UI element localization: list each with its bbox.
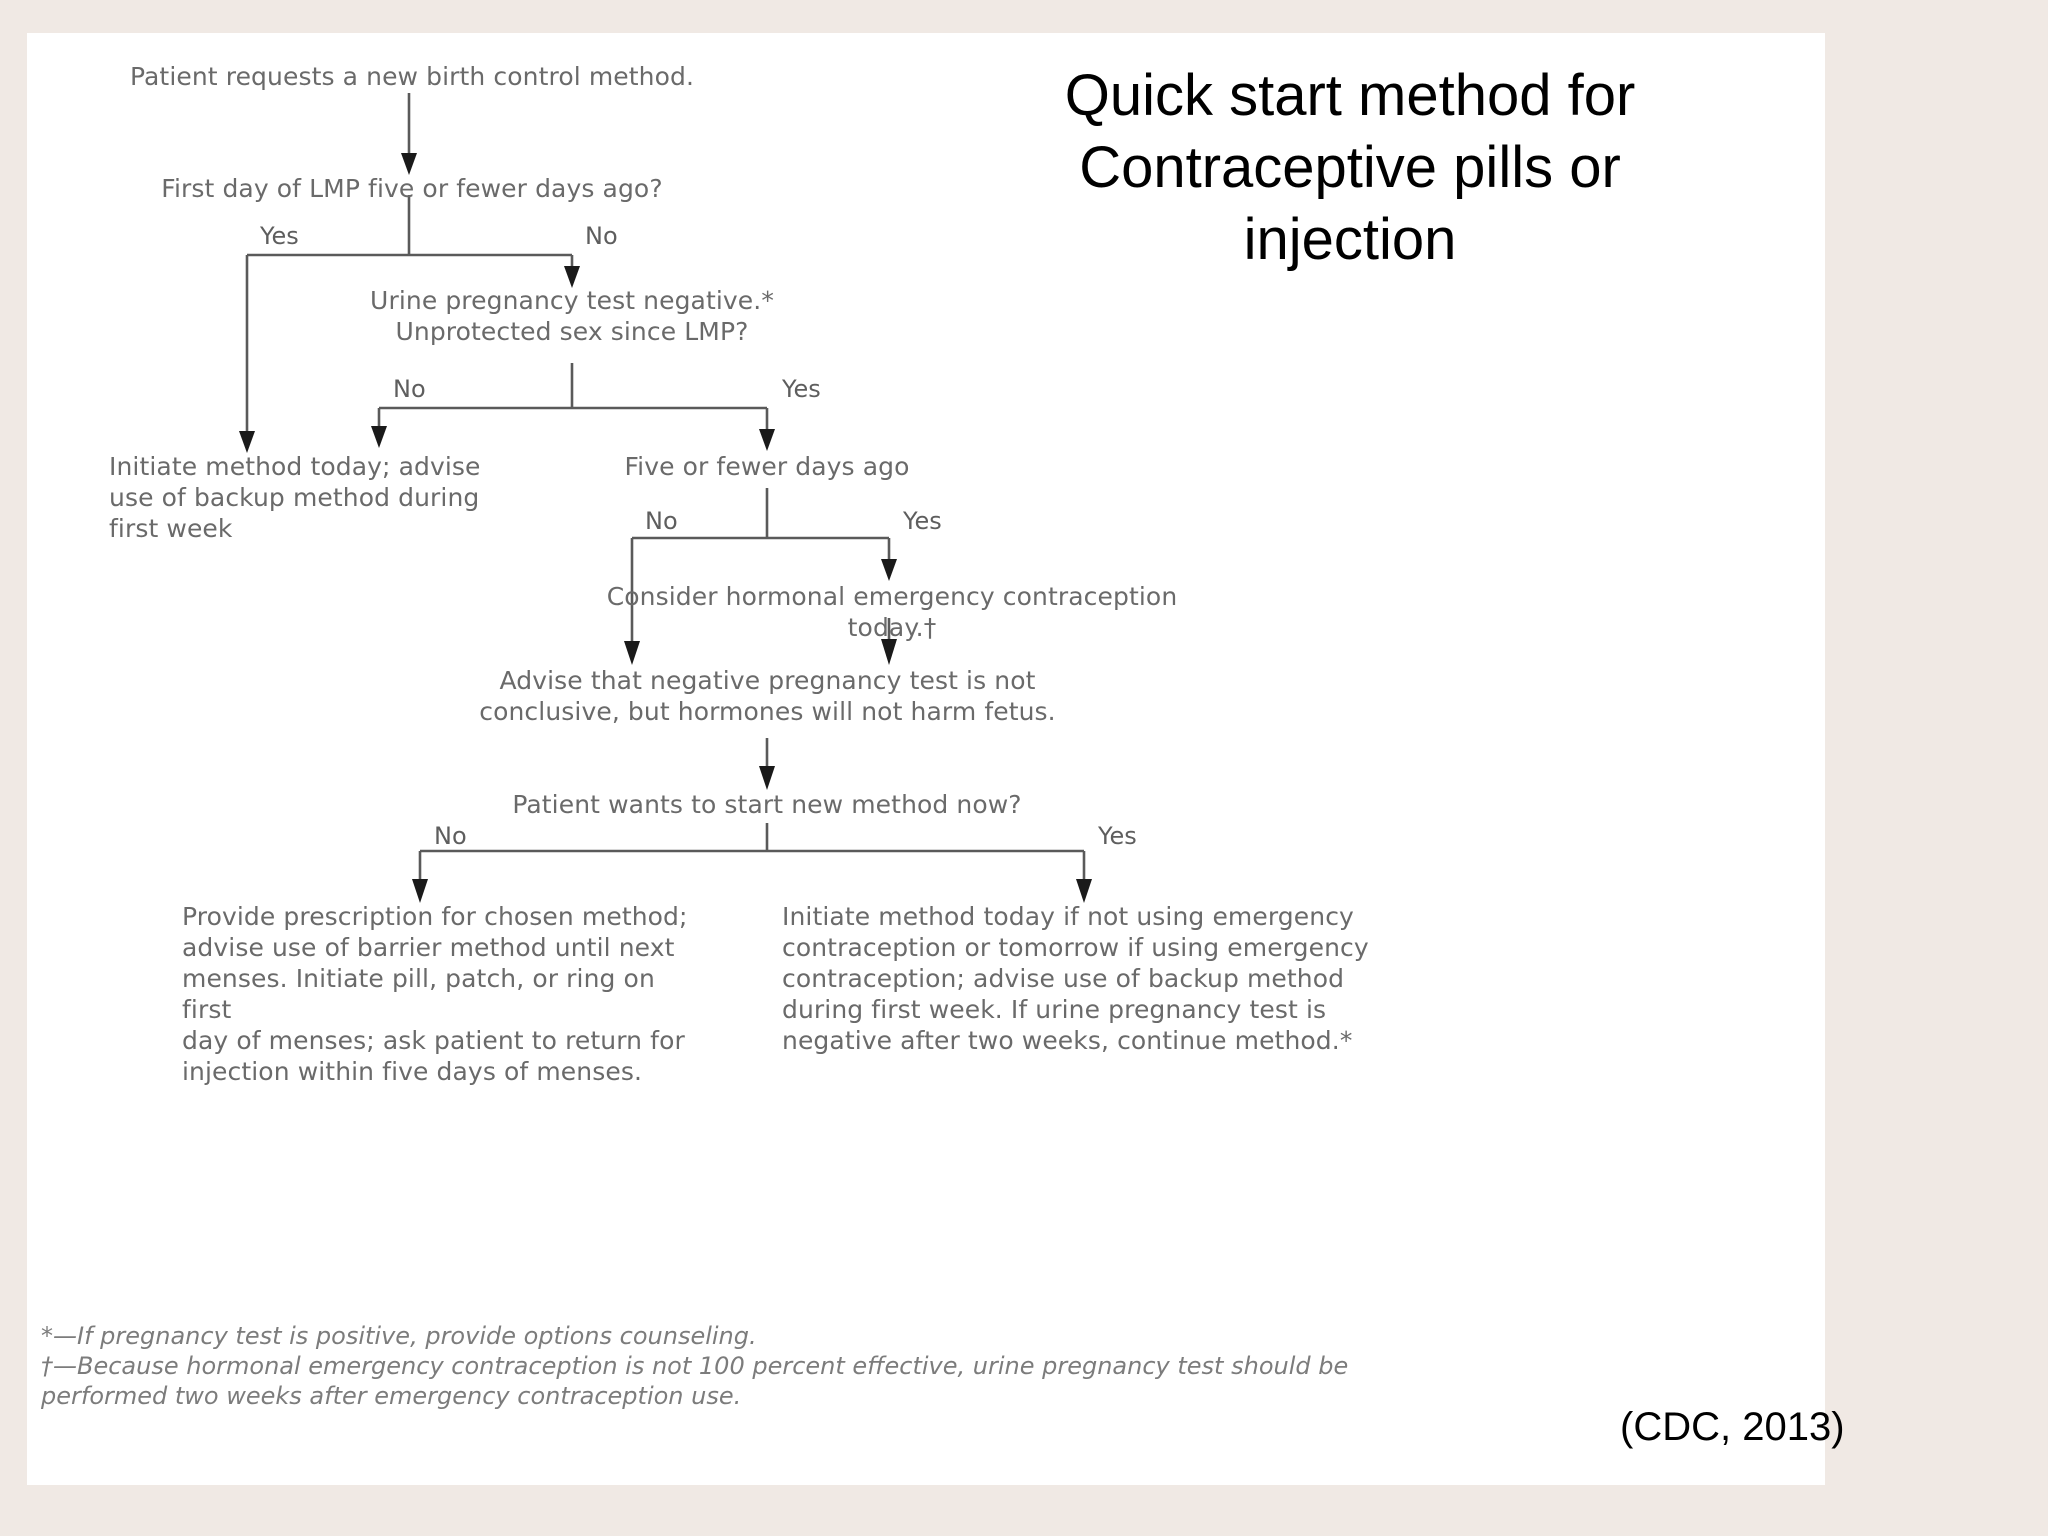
node-lmp-question: First day of LMP five or fewer days ago?	[161, 174, 663, 203]
node-initiate-if: Initiate method today if not using emerg…	[782, 902, 1369, 1055]
citation-label: (CDC, 2013)	[1620, 1405, 1845, 1449]
branch-label-urine-yes: Yes	[782, 375, 821, 403]
flowchart: Patient requests a new birth control met…	[27, 33, 1825, 1485]
footnote-asterisk: *—If pregnancy test is positive, provide…	[41, 1322, 757, 1350]
branch-label-urine-no: No	[393, 375, 426, 403]
branch-label-five-no: No	[645, 507, 678, 535]
node-five-days: Five or fewer days ago	[624, 452, 910, 481]
node-wants-start: Patient wants to start new method now?	[512, 790, 1022, 819]
slide-title: Quick start method for Contraceptive pil…	[1064, 63, 1636, 272]
node-advise-negative: Advise that negative pregnancy test is n…	[479, 666, 1056, 726]
flowchart-connectors	[239, 93, 1092, 903]
branch-label-five-yes: Yes	[903, 507, 942, 535]
node-start: Patient requests a new birth control met…	[129, 62, 695, 91]
branch-label-lmp-no: No	[585, 222, 618, 250]
branch-label-lmp-yes: Yes	[260, 222, 299, 250]
content-card: Patient requests a new birth control met…	[27, 33, 1825, 1485]
node-provide-rx: Provide prescription for chosen method; …	[182, 902, 688, 1086]
node-urine-question: Urine pregnancy test negative.* Unprotec…	[370, 286, 774, 346]
branch-label-wants-yes: Yes	[1098, 822, 1137, 850]
branch-label-wants-no: No	[434, 822, 467, 850]
node-consider-ec: Consider hormonal emergency contraceptio…	[606, 582, 1178, 642]
node-initiate-today: Initiate method today; advise use of bac…	[109, 452, 481, 543]
footnote-dagger: †—Because hormonal emergency contracepti…	[41, 1352, 1349, 1410]
